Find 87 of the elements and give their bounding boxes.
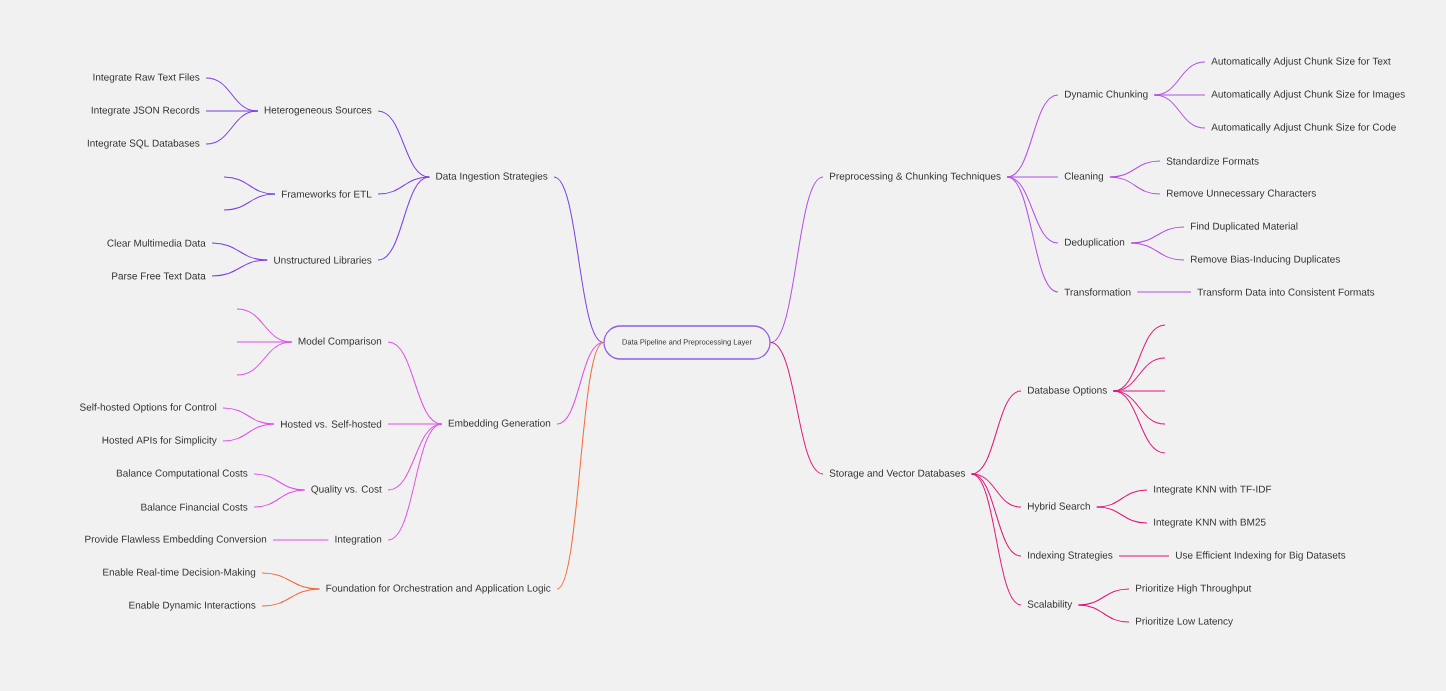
- branch-line: [1112, 390, 1166, 392]
- branch-line: [1112, 390, 1166, 454]
- subtopic-label: Transformation: [1064, 288, 1131, 296]
- branch-line: [222, 407, 275, 425]
- leaf-label: Balance Financial Costs: [141, 503, 248, 511]
- branch-line: [556, 342, 604, 425]
- branch-line: [1077, 588, 1130, 606]
- branch-line: [272, 539, 329, 541]
- subtopic-label: Integration: [335, 535, 382, 545]
- leaf-label: Integrate KNN with TF-IDF: [1154, 485, 1272, 495]
- subtopic-label: Scalability: [1027, 600, 1073, 610]
- subtopic-label: Model Comparison: [298, 337, 382, 347]
- leaf-label: Parse Free Text Data: [112, 272, 206, 280]
- branch-line: [971, 390, 1022, 475]
- main-branch-label: Embedding Generation: [448, 419, 551, 429]
- branch-line: [1109, 160, 1161, 178]
- branch-line: [1077, 604, 1130, 623]
- branch-line: [253, 489, 306, 508]
- branch-line: [556, 342, 604, 590]
- branch-line: [261, 588, 320, 607]
- leaf-label: Prioritize High Throughput: [1136, 584, 1252, 594]
- branch-line: [971, 473, 1022, 606]
- branch-line: [223, 176, 276, 195]
- branch-line: [377, 110, 430, 178]
- leaf-label: Remove Unnecessary Characters: [1167, 189, 1316, 199]
- leaf-label: Prioritize Low Latency: [1136, 617, 1233, 627]
- subtopic-label: Cleaning: [1064, 172, 1104, 182]
- branch-line: [387, 423, 443, 425]
- leaf-label: Automatically Adjust Chunk Size for Text: [1211, 57, 1391, 67]
- branch-line: [205, 110, 259, 145]
- subtopic-label: Hybrid Search: [1028, 502, 1090, 512]
- leaf-label: Standardize Formats: [1166, 157, 1259, 165]
- subtopic-label: Database Options: [1028, 386, 1107, 396]
- branch-line: [236, 341, 293, 376]
- main-branch-label: Preprocessing & Chunking Techniques: [830, 172, 1001, 182]
- main-branch-label: Foundation for Orchestration and Application Logic: [326, 584, 551, 594]
- leaf-label: Remove Bias-Inducing Duplicates: [1191, 255, 1340, 265]
- leaf-label: Self-hosted Options for Control: [79, 403, 217, 413]
- leaf-label: Integrate Raw Text Files: [93, 73, 200, 83]
- subtopic-label: Hosted vs. Self-hosted: [281, 420, 382, 428]
- main-branch-label: Data Ingestion Strategies: [436, 172, 548, 182]
- branch-line: [1109, 176, 1161, 195]
- branch-line: [1096, 506, 1148, 524]
- branch-line: [377, 176, 430, 261]
- branch-line: [387, 423, 443, 541]
- leaf-label: Automatically Adjust Chunk Size for Images: [1211, 90, 1405, 100]
- subtopic-label: Quality vs. Cost: [311, 485, 382, 495]
- leaf-label: Clear Multimedia Data: [107, 239, 206, 247]
- subtopic-label: Indexing Strategies: [1028, 551, 1113, 561]
- subtopic-label: Enable Dynamic Interactions: [129, 601, 256, 611]
- branch-line: [1006, 176, 1059, 293]
- main-branch-label: Storage and Vector Databases: [829, 469, 966, 479]
- branch-line: [1136, 291, 1192, 293]
- leaf-label: Balance Computational Costs: [116, 469, 248, 479]
- branch-line: [236, 341, 293, 343]
- branch-line: [971, 473, 1022, 508]
- subtopic-label: Deduplication: [1065, 238, 1125, 248]
- branch-line: [1130, 242, 1185, 261]
- leaf-label: Find Duplicated Material: [1191, 222, 1298, 232]
- subtopic-label: Heterogeneous Sources: [264, 106, 372, 116]
- leaf-label: Automatically Adjust Chunk Size for Code: [1211, 123, 1396, 133]
- leaf-label: Provide Flawless Embedding Conversion: [85, 535, 267, 545]
- subtopic-label: Dynamic Chunking: [1065, 90, 1148, 100]
- subtopic-label: Unstructured Libraries: [274, 256, 372, 264]
- branch-line: [1096, 489, 1148, 508]
- branch-line: [1153, 94, 1206, 129]
- branch-line: [223, 193, 276, 211]
- branch-line: [1006, 176, 1059, 178]
- branch-line: [377, 176, 430, 195]
- branch-line: [770, 342, 824, 475]
- branch-line: [553, 176, 604, 343]
- subtopic-label: Enable Real-time Decision-Making: [103, 568, 256, 578]
- branch-line: [253, 473, 306, 491]
- leaf-label: Use Efficient Indexing for Big Datasets: [1176, 551, 1346, 561]
- branch-line: [770, 176, 824, 343]
- branch-line: [211, 259, 268, 277]
- leaf-label: Transform Data into Consistent Formats: [1197, 288, 1375, 296]
- subtopic-label: Frameworks for ETL: [282, 190, 372, 198]
- branch-line: [1006, 176, 1059, 244]
- leaf-label: Hosted APIs for Simplicity: [102, 436, 217, 446]
- leaf-label: Integrate JSON Records: [91, 106, 200, 116]
- branch-line: [222, 423, 275, 442]
- branch-line: [1130, 226, 1185, 244]
- branch-line: [1153, 94, 1206, 96]
- leaf-label: Integrate KNN with BM25: [1154, 518, 1266, 528]
- branch-line: [1118, 555, 1170, 557]
- leaf-label: Integrate SQL Databases: [87, 139, 200, 149]
